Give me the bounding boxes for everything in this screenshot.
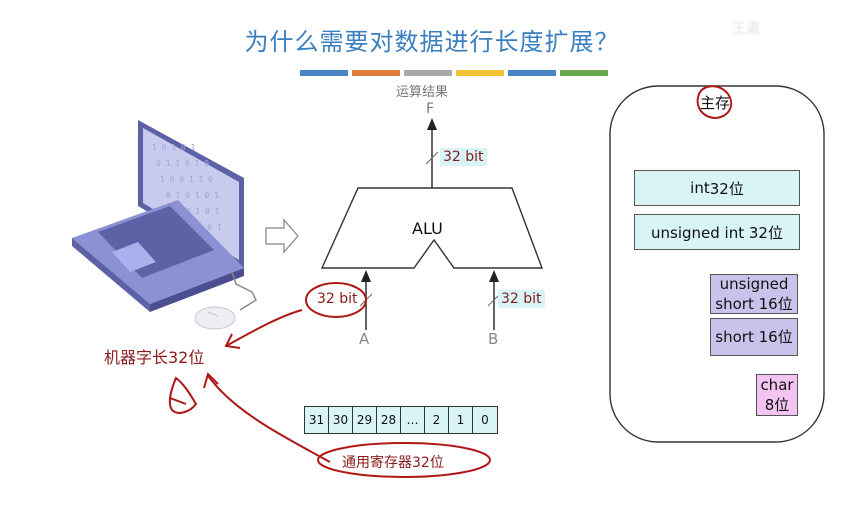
unsigned-short-line1: unsigned — [719, 275, 789, 293]
register-cell: 1 — [449, 407, 473, 433]
int-type-label: int — [690, 179, 710, 197]
input-a-label: A — [359, 330, 370, 348]
page-title: 为什么需要对数据进行长度扩展？ — [244, 28, 620, 56]
svg-text:1 0 0 1 1 0: 1 0 0 1 1 0 — [160, 175, 213, 184]
result-label: 运算结果 — [396, 85, 449, 100]
char-line2: 8位 — [764, 396, 790, 414]
svg-text:0 1 0 1: 0 1 0 1 — [188, 223, 222, 232]
register-label: 通用寄存器32位 — [342, 455, 444, 471]
divider-segment-3 — [404, 70, 452, 76]
memory-int-row: int 32位 — [634, 170, 800, 206]
alu-shape — [320, 187, 544, 269]
input-a-width-label: 32 bit — [317, 291, 358, 307]
general-register: 31 30 29 28 … 2 1 0 — [304, 406, 498, 434]
register-cell: 28 — [377, 407, 401, 433]
int-size-label: 32位 — [709, 179, 744, 198]
flow-arrow-icon — [265, 218, 299, 254]
output-f-label: F — [426, 101, 435, 117]
memory-short-block: short 16位 — [710, 318, 798, 356]
divider-segment-4 — [456, 70, 504, 76]
register-cell: … — [401, 407, 425, 433]
memory-char-block: char 8位 — [756, 374, 798, 416]
alu-label: ALU — [412, 219, 443, 238]
short-label: short 16位 — [715, 328, 793, 346]
word-length-label: 机器字长32位 — [104, 348, 205, 367]
laptop-icon: 1 0 1 0 1 0 1 1 0 1 0 1 0 0 1 1 0 0 1 0 … — [72, 120, 257, 330]
divider-segment-1 — [300, 70, 348, 76]
memory-unsigned-int-row: unsigned int 32位 — [634, 214, 800, 250]
memory-unsigned-short-block: unsigned short 16位 — [710, 274, 798, 314]
unsigned-short-line2: short 16位 — [715, 295, 793, 313]
divider-segment-6 — [560, 70, 608, 76]
svg-text:0 1 1 0 1 0: 0 1 1 0 1 0 — [156, 159, 209, 168]
char-line1: char — [760, 376, 794, 394]
register-cell: 2 — [425, 407, 449, 433]
output-width-label: 32 bit — [440, 148, 487, 166]
divider-segment-2 — [352, 70, 400, 76]
register-cell: 29 — [353, 407, 377, 433]
register-cell: 31 — [305, 407, 329, 433]
unsigned-int-label: unsigned int 32位 — [651, 223, 783, 242]
register-cell: 30 — [329, 407, 353, 433]
svg-text:1 0 1 0 1: 1 0 1 0 1 — [176, 207, 220, 216]
divider-segment-5 — [508, 70, 556, 76]
watermark: 王道 — [732, 21, 760, 37]
input-b-width-label: 32 bit — [498, 290, 545, 308]
svg-text:1 0 1 0 1: 1 0 1 0 1 — [152, 143, 196, 152]
register-cell: 0 — [473, 407, 497, 433]
memory-title: 主存 — [700, 94, 731, 112]
input-b-label: B — [488, 330, 499, 348]
svg-text:0 1 0 1 0 1: 0 1 0 1 0 1 — [166, 191, 219, 200]
